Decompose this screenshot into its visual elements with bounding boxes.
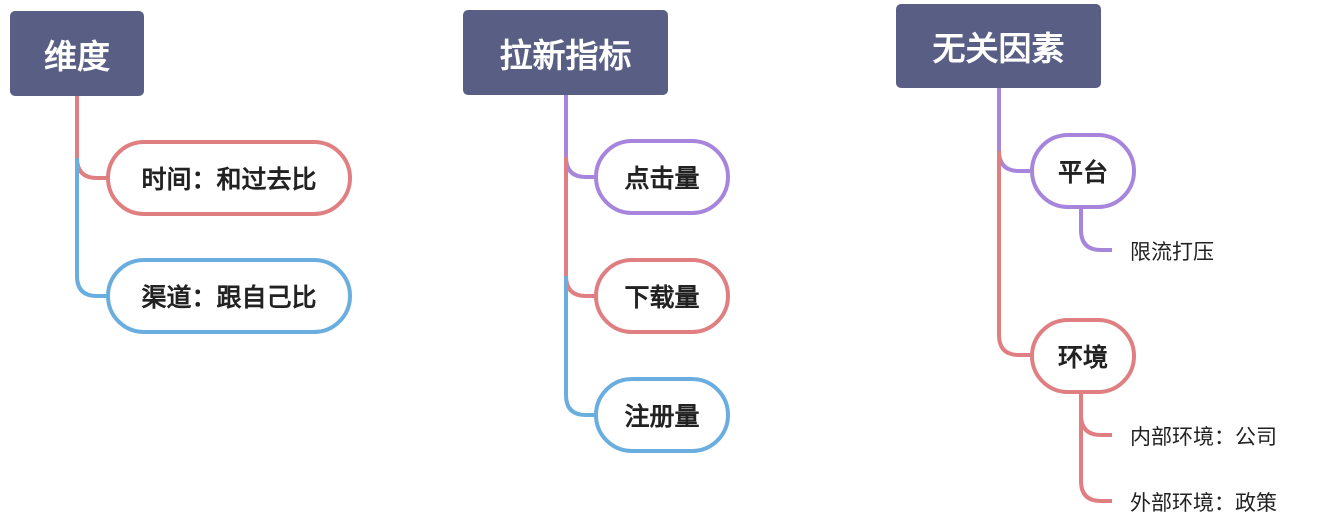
root-node-laxin[interactable]: 拉新指标 bbox=[463, 10, 668, 95]
node-channel-compare-self[interactable]: 渠道：跟自己比 bbox=[106, 258, 352, 334]
root-node-wuguan[interactable]: 无关因素 bbox=[896, 4, 1101, 88]
connector-laxin-click bbox=[564, 95, 596, 179]
node-downloads[interactable]: 下载量 bbox=[594, 258, 730, 334]
connector-weidu-time bbox=[75, 96, 108, 180]
connector-env-internal bbox=[1079, 392, 1112, 437]
node-registrations[interactable]: 注册量 bbox=[594, 377, 730, 453]
connector-platform-throttle bbox=[1079, 208, 1112, 252]
node-environment[interactable]: 环境 bbox=[1030, 318, 1136, 394]
node-platform[interactable]: 平台 bbox=[1030, 133, 1136, 209]
connector-env-external bbox=[1079, 415, 1112, 503]
connector-wuguan-platform bbox=[997, 88, 1032, 173]
connector-weidu-channel bbox=[75, 158, 108, 298]
connector-wuguan-env bbox=[997, 151, 1032, 357]
node-time-compare-past[interactable]: 时间：和过去比 bbox=[106, 140, 352, 216]
connector-laxin-download bbox=[564, 157, 596, 298]
root-node-weidu[interactable]: 维度 bbox=[10, 11, 144, 96]
connector-laxin-register bbox=[564, 276, 596, 417]
node-external-env[interactable]: 外部环境：政策 bbox=[1130, 491, 1277, 515]
node-internal-env[interactable]: 内部环境：公司 bbox=[1130, 425, 1277, 449]
node-clicks[interactable]: 点击量 bbox=[594, 139, 730, 215]
node-throttle[interactable]: 限流打压 bbox=[1130, 240, 1214, 264]
